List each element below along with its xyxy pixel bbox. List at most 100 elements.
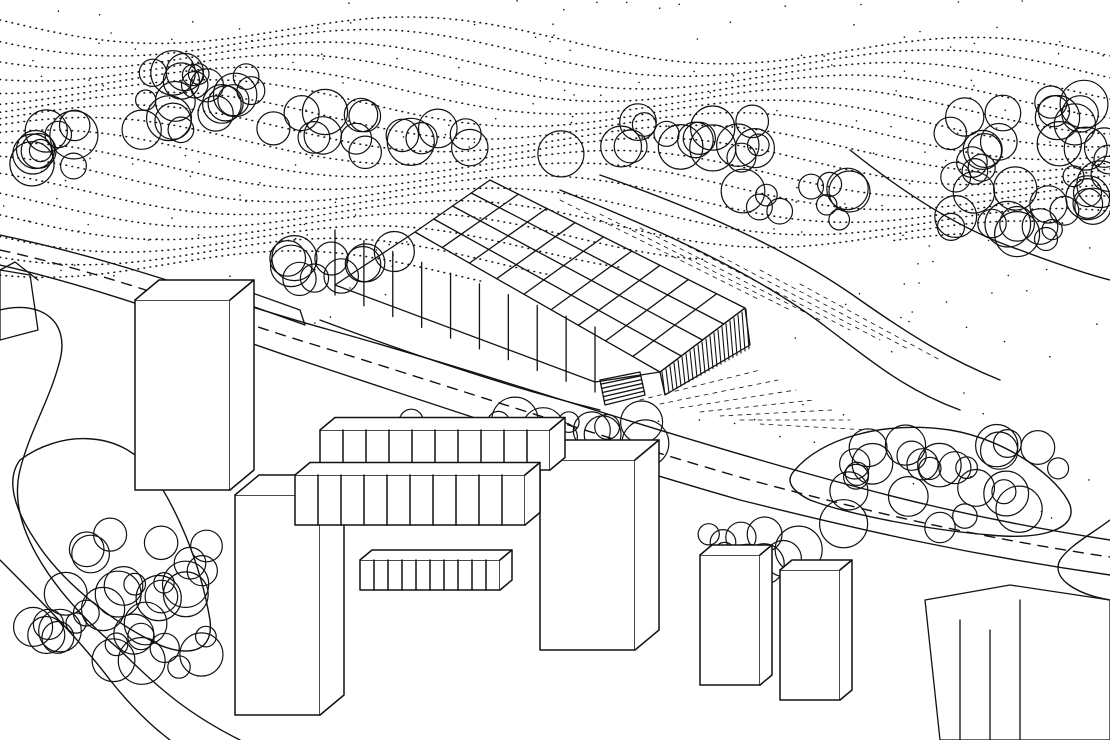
tree-canopy <box>766 197 794 225</box>
tree-canopy <box>348 135 383 170</box>
stipple-dot <box>349 287 351 289</box>
stipple-dot <box>1003 340 1006 343</box>
hall-end-wall-hatch <box>661 308 750 396</box>
contour-dots <box>0 192 1064 249</box>
hatch-stroke <box>717 329 722 365</box>
right-corner-building-step <box>959 599 1021 740</box>
stipple-dot <box>329 316 332 318</box>
tree-canopy <box>755 183 778 207</box>
hall-canopy-front <box>334 231 661 383</box>
block-front <box>234 494 321 716</box>
tree-canopy <box>1059 79 1109 129</box>
stipple-dot <box>987 239 990 242</box>
hall-columns <box>334 229 596 393</box>
tree-canopy <box>346 243 386 283</box>
tree-canopy <box>952 171 996 214</box>
stipple-dot <box>110 32 112 34</box>
stipple-dot <box>902 234 904 237</box>
tree-canopy <box>848 428 888 468</box>
stipple-dot <box>693 70 695 73</box>
stipple-dot <box>259 182 261 184</box>
stipple-dot <box>396 57 398 60</box>
stipple-dot <box>98 42 100 45</box>
tree-canopy <box>1033 226 1059 252</box>
paving-line <box>759 423 869 431</box>
stipple-dot <box>844 203 846 205</box>
tree-canopy <box>20 132 57 169</box>
tree-canopy <box>1061 95 1099 133</box>
tree-canopy <box>961 157 989 185</box>
tree-canopy <box>917 442 962 488</box>
stipple-dot <box>779 435 781 438</box>
tree-canopy <box>12 133 54 175</box>
tree-canopy <box>94 570 142 618</box>
tree-canopy <box>121 109 162 150</box>
tree-canopy <box>144 579 179 614</box>
block-roof <box>359 549 513 561</box>
plaza-paving <box>559 199 941 431</box>
tree-canopy <box>828 170 871 213</box>
tree-canopy <box>58 109 91 142</box>
stipple-dot <box>473 141 476 144</box>
hatch-stroke <box>745 308 750 350</box>
block-side <box>549 416 566 471</box>
block-front <box>539 459 636 651</box>
stipple-dot <box>552 23 554 26</box>
stipple-dot <box>658 7 661 9</box>
tree-canopy <box>999 205 1035 242</box>
tree-canopy <box>690 105 736 151</box>
stipple-dot <box>982 412 984 415</box>
stipple-dot <box>944 159 947 162</box>
stipple-dot <box>965 326 968 329</box>
tree-canopy <box>104 632 129 657</box>
tree-canopy <box>212 72 258 118</box>
hatch-stroke <box>665 368 670 394</box>
stipple-dot <box>494 117 497 120</box>
tree-canopy <box>967 133 1003 169</box>
stipple-dot <box>919 30 921 33</box>
stipple-dot <box>924 151 926 153</box>
block-side <box>839 559 853 701</box>
contour-dots <box>0 91 1110 161</box>
tree-canopy <box>348 99 382 133</box>
hatch-stroke <box>705 338 710 372</box>
stipple-dot <box>89 157 91 160</box>
housing-block <box>699 544 773 686</box>
stipple-dot <box>461 84 463 86</box>
tree-canopy <box>984 200 1032 248</box>
tree-canopy <box>720 168 766 214</box>
stipple-dot <box>102 84 105 87</box>
hillside-path <box>849 149 1110 281</box>
tree-canopy <box>896 440 927 471</box>
stipple-dot <box>294 164 297 166</box>
stipple-dot <box>668 125 670 127</box>
tree-canopy <box>967 153 996 182</box>
tree-canopy <box>697 523 720 546</box>
tree-canopy <box>340 122 373 155</box>
hatch-stroke <box>733 317 738 356</box>
stipple-dot <box>995 127 998 129</box>
stipple-dot <box>2 205 5 207</box>
stipple-dot <box>1089 247 1091 249</box>
tree-canopy <box>829 471 869 511</box>
market-hall <box>229 179 751 411</box>
paving-line <box>719 255 881 341</box>
stipple-dot <box>168 97 171 99</box>
tree-canopy <box>27 615 66 655</box>
tree-canopy <box>314 241 349 276</box>
tree-canopy <box>71 534 111 574</box>
tree-canopy <box>167 655 191 679</box>
tree-canopy <box>1090 155 1110 192</box>
tree-canopy <box>934 195 978 239</box>
tree-canopy <box>979 122 1018 161</box>
stipple-dot <box>156 238 158 240</box>
contour-dots <box>0 41 1110 100</box>
tree-canopy <box>449 118 482 151</box>
stipple-dot <box>881 204 883 207</box>
stipple-dot <box>1007 274 1010 277</box>
tree-canopy <box>91 638 136 683</box>
block-roof <box>319 416 566 431</box>
paving-line <box>659 379 779 405</box>
stipple-dot <box>996 26 998 29</box>
